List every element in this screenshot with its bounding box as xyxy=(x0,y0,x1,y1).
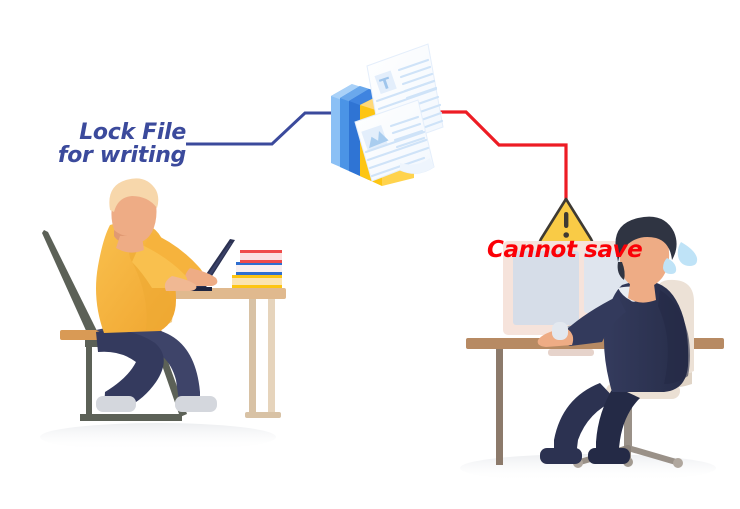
neck xyxy=(116,236,144,253)
desk-leg-front xyxy=(249,299,256,415)
leg-near xyxy=(554,383,616,456)
connector-lines xyxy=(186,110,568,200)
desk-leg-left xyxy=(496,349,503,465)
sideburn xyxy=(617,262,625,280)
ground-shadows xyxy=(40,423,716,482)
arm xyxy=(561,296,626,346)
sweat-drop-small xyxy=(663,258,677,274)
desk-leg-back xyxy=(268,299,275,415)
leg-far xyxy=(596,386,640,456)
hair xyxy=(615,216,677,262)
locked-document-stack: T xyxy=(331,43,444,186)
sweat-drops xyxy=(663,242,698,274)
monitor-stand xyxy=(548,349,594,356)
hair xyxy=(109,178,159,212)
chair-back-rail xyxy=(42,230,98,336)
book-yellow xyxy=(232,275,282,288)
writer-head xyxy=(109,178,159,253)
error-connector-line xyxy=(430,110,568,200)
leg-near xyxy=(96,330,164,409)
image-icon-peaks xyxy=(369,130,389,149)
worker-writing-scene xyxy=(42,178,286,421)
laptop-screen-inner xyxy=(204,243,232,281)
chair-rear-post xyxy=(86,347,92,417)
chair-caster-arm-2 xyxy=(625,445,679,465)
sweat-drop-large xyxy=(677,242,698,266)
lock-connector-line xyxy=(186,111,347,146)
blocked-legs xyxy=(540,383,640,464)
image-icon xyxy=(361,124,388,151)
shoe-far xyxy=(588,448,630,464)
shoe-far xyxy=(175,396,217,412)
shoe-near xyxy=(540,448,582,464)
hand-far xyxy=(184,268,218,286)
shoe-near xyxy=(96,396,136,412)
book-red xyxy=(240,250,282,263)
blocked-head xyxy=(615,216,677,303)
desk-foot xyxy=(245,412,281,418)
image-doc-lines-bottom xyxy=(364,130,430,178)
monitor-screen-left xyxy=(513,251,579,325)
chair-caster-2 xyxy=(673,458,683,468)
suit-shade xyxy=(658,290,690,384)
shadow-right xyxy=(460,454,716,482)
chair-base-rail xyxy=(80,414,182,421)
warning-exclamation-dot xyxy=(563,232,569,238)
book-blue xyxy=(236,262,282,275)
writer-legs xyxy=(96,325,217,412)
shadow-left xyxy=(40,423,276,451)
blocked-arm xyxy=(537,296,626,347)
worker-blocked-scene xyxy=(466,216,724,468)
cannot-save-label: Cannot save xyxy=(487,237,643,263)
warning-exclamation-bar xyxy=(564,212,569,228)
chair-column xyxy=(624,394,632,450)
leg-far xyxy=(96,325,200,408)
writer-arms xyxy=(132,232,218,291)
lock-file-label: Lock File for writing xyxy=(57,120,186,168)
neck xyxy=(628,284,656,303)
hand-near xyxy=(164,276,197,291)
mouse xyxy=(552,322,568,340)
document-page-image xyxy=(354,99,435,182)
book-stack xyxy=(232,250,282,288)
image-doc-lines-right xyxy=(389,115,426,149)
